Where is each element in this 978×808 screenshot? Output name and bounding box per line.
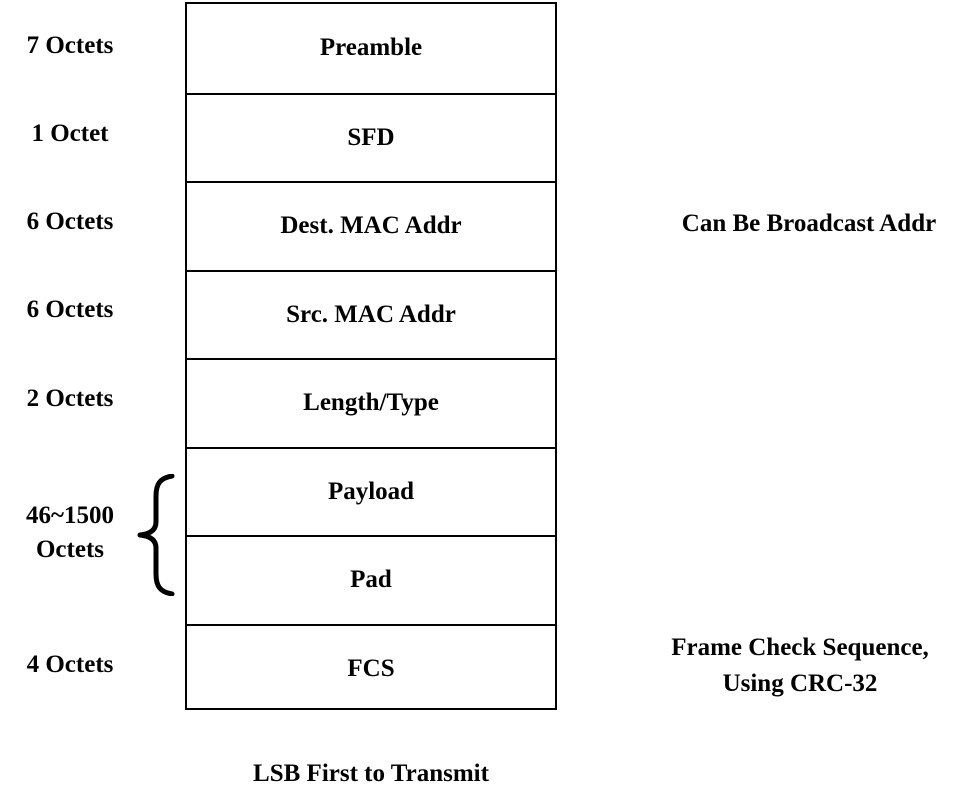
footer-caption: LSB First to Transmit xyxy=(253,760,489,787)
frame-field-table: Preamble SFD Dest. MAC Addr Src. MAC Add… xyxy=(185,2,557,710)
size-label-payload-line1: 46~1500 xyxy=(25,502,114,529)
field-dest-mac: Dest. MAC Addr xyxy=(187,181,555,270)
note-fcs-line2: Using CRC-32 xyxy=(722,670,878,697)
size-label-payload-line2: Octets xyxy=(35,536,105,563)
size-label-length-type: 2 Octets xyxy=(26,385,114,412)
note-fcs-line1: Frame Check Sequence, xyxy=(671,634,929,661)
note-broadcast-addr: Can Be Broadcast Addr xyxy=(681,210,937,237)
field-sfd: SFD xyxy=(187,92,555,182)
size-label-fcs: 4 Octets xyxy=(26,651,114,678)
size-label-dest-mac: 6 Octets xyxy=(26,208,114,235)
field-src-mac: Src. MAC Addr xyxy=(187,269,555,359)
field-payload: Payload xyxy=(187,446,555,536)
size-label-preamble: 7 Octets xyxy=(26,32,114,59)
size-label-src-mac: 6 Octets xyxy=(26,296,114,323)
size-label-sfd: 1 Octet xyxy=(31,120,109,147)
field-length-type: Length/Type xyxy=(187,358,555,447)
field-pad: Pad xyxy=(187,535,555,624)
field-preamble: Preamble xyxy=(319,34,423,62)
curly-brace-icon xyxy=(137,474,175,596)
field-fcs: FCS xyxy=(187,623,555,713)
